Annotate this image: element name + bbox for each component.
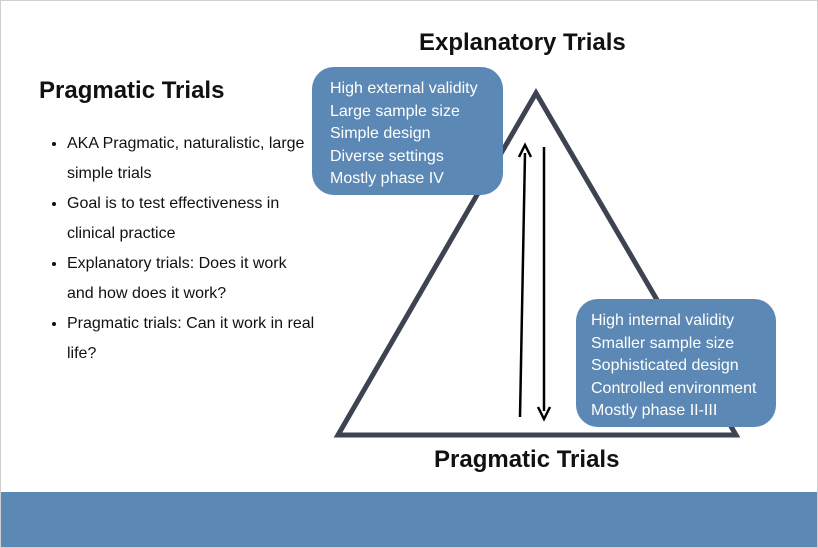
feature-line: Sophisticated design bbox=[591, 357, 739, 374]
feature-line: High internal validity bbox=[591, 312, 735, 329]
feature-line: High external validity bbox=[330, 80, 478, 97]
triangle-diagram bbox=[333, 88, 741, 438]
feature-line: Diverse settings bbox=[330, 147, 444, 165]
triangle-shape bbox=[333, 88, 741, 438]
feature-line: Large sample size bbox=[330, 102, 460, 120]
bullet-item: Explanatory trials: Does it work and how… bbox=[67, 249, 317, 309]
pragmatic-trials-label: Pragmatic Trials bbox=[434, 446, 620, 473]
bullet-list: AKA Pragmatic, naturalistic, large simpl… bbox=[49, 129, 317, 369]
feature-line: Mostly phase IV bbox=[330, 170, 444, 187]
pragmatic-features-box: High internal validity Smaller sample si… bbox=[576, 299, 776, 427]
up-arrowhead bbox=[517, 142, 533, 158]
feature-line: Mostly phase II-III bbox=[591, 402, 718, 419]
feature-line: Controlled environment bbox=[591, 379, 757, 397]
bullet-item: AKA Pragmatic, naturalistic, large simpl… bbox=[67, 129, 317, 189]
up-arrow-line bbox=[518, 152, 527, 418]
explanatory-features-box: High external validity Large sample size… bbox=[312, 67, 503, 195]
feature-line: Simple design bbox=[330, 125, 431, 142]
left-panel-title: Pragmatic Trials bbox=[39, 77, 225, 104]
footer-bar bbox=[1, 492, 817, 547]
bullet-item: Pragmatic trials: Can it work in real li… bbox=[67, 309, 317, 369]
feature-line: Smaller sample size bbox=[591, 334, 735, 352]
bullet-item: Goal is to test effectiveness in clinica… bbox=[67, 189, 317, 249]
explanatory-trials-label: Explanatory Trials bbox=[419, 29, 626, 56]
down-arrowhead bbox=[536, 406, 552, 422]
